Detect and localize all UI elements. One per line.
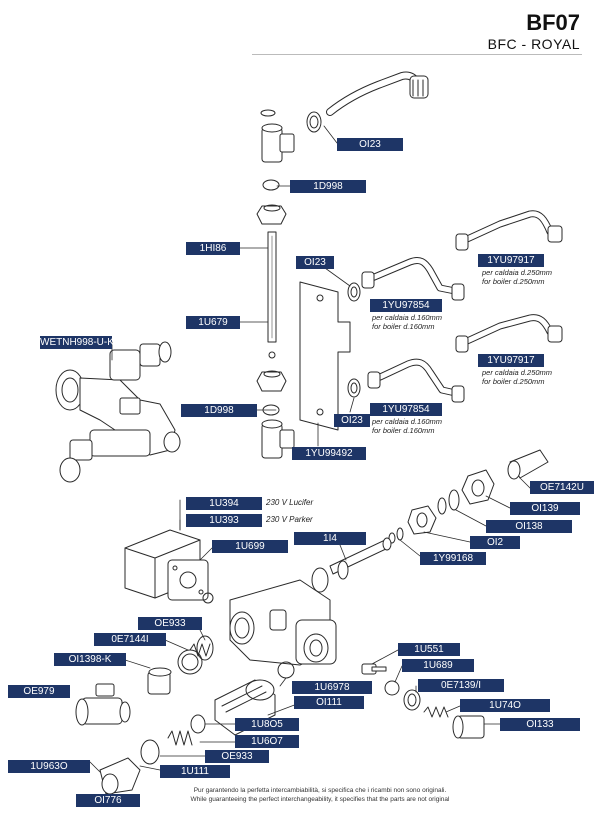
lower-elbow-fitting [261, 419, 295, 459]
note-230v-parker: 230 V Parker [266, 515, 313, 524]
oring-oe933-low [140, 739, 160, 765]
top-ring-oi23 [306, 111, 322, 133]
header-divider [252, 54, 582, 55]
pipe-1yu97854-lower [367, 358, 465, 403]
label-1u551: 1U551 [398, 643, 460, 656]
label-1u607: 1U6O7 [235, 735, 299, 748]
nut-oi139 [461, 469, 495, 505]
page-title: BF07 [526, 10, 580, 35]
label-1u6978: 1U6978 [292, 681, 372, 694]
label-oi2: OI2 [470, 536, 520, 549]
label-1u9630: 1U963O [8, 760, 90, 773]
top-steam-pipe [326, 71, 429, 116]
note-boiler-160-b: per caldaia d.160mm for boiler d.160mm [372, 417, 443, 435]
spring-1u740 [423, 706, 449, 718]
connector-1u9630 [99, 757, 141, 795]
label-1u689: 1U689 [402, 659, 474, 672]
fitting-oi133 [452, 715, 485, 739]
screw-1u551 [361, 663, 387, 675]
pipe-1yu97917-upper [455, 210, 563, 251]
pipe-1yu97854-upper [361, 256, 465, 301]
tap-valve-assembly-wetnh998 [55, 341, 181, 483]
page-subtitle: BFC - ROYAL [487, 36, 580, 52]
label-1hi86: 1HI86 [186, 242, 240, 255]
mid-nut [256, 370, 287, 392]
note-boiler-160-a: per caldaia d.160mm for boiler d.160mm [372, 313, 443, 331]
label-wetnh998: WETNH998-U-K [40, 336, 114, 349]
footer-disclaimer-en: While guaranteeing the perfect interchan… [190, 796, 450, 803]
footer-disclaimer-it: Pur garantendo la perfetta intercambiabi… [193, 787, 447, 794]
ring-1u699 [202, 592, 214, 604]
solenoid-coil [124, 529, 209, 601]
valve-tip-oe7142u [507, 449, 549, 480]
label-1u699: 1U699 [212, 540, 288, 553]
nut-oi2 [407, 505, 437, 535]
ring-oi1398k [177, 649, 203, 675]
label-1d998-top: 1D998 [290, 180, 366, 193]
mid-ring-oi23-a [347, 282, 361, 302]
label-oe933-top: OE933 [138, 617, 202, 630]
note-boiler-250-b: per caldaia d.250mm for boiler d.250mm [482, 368, 553, 386]
ring-1y99168 [396, 527, 404, 541]
oring-oe933-top [196, 635, 214, 661]
label-oi23-mid: OI23 [296, 256, 334, 269]
mid-ring-oi23-b [347, 378, 361, 398]
label-0e7139i: 0E7139/I [418, 679, 504, 692]
ring-1u6978 [277, 661, 295, 679]
ring-oi138 [448, 489, 460, 511]
label-oi138: OI138 [486, 520, 572, 533]
label-1yu97917-a: 1YU97917 [478, 254, 544, 267]
main-valve-body [229, 579, 337, 666]
label-oi776: OI776 [76, 794, 140, 807]
top-washer-1d998 [262, 179, 280, 191]
label-1y99168: 1Y99168 [420, 552, 486, 565]
mounting-bracket-1yu99492 [299, 281, 351, 431]
label-oi1398k: OI1398-K [54, 653, 126, 666]
top-nut [256, 204, 287, 225]
label-1u393: 1U393 [186, 514, 262, 527]
label-oe7142u: OE7142U [530, 481, 594, 494]
tap-oe979 [75, 683, 131, 726]
spring-1u607 [167, 730, 193, 746]
label-1u740: 1U74O [460, 699, 550, 712]
label-1yu99492: 1YU99492 [292, 447, 366, 460]
label-1i4: 1I4 [294, 532, 366, 545]
label-oi23-top: OI23 [337, 138, 403, 151]
label-oi23-low: OI23 [334, 414, 370, 427]
ring-0e7139i [403, 689, 421, 711]
label-1u111: 1U111 [160, 765, 230, 778]
label-oi133: OI133 [500, 718, 580, 731]
vertical-tube [267, 231, 277, 343]
pipe-1yu97917-lower [455, 314, 563, 353]
note-boiler-250-a: per caldaia d.250mm for boiler d.250mm [482, 268, 553, 286]
note-230v-lucifer: 230 V Lucifer [266, 498, 314, 507]
label-oi139: OI139 [510, 502, 580, 515]
nipple-part [147, 667, 172, 695]
ring-1u805 [190, 714, 206, 734]
label-1yu97917-b: 1YU97917 [478, 354, 544, 367]
label-1yu97854-a: 1YU97854 [370, 299, 442, 312]
label-1u679: 1U679 [186, 316, 240, 329]
top-elbow-fitting [260, 109, 295, 163]
label-oe979: OE979 [8, 685, 70, 698]
ring-1u689 [384, 680, 400, 696]
label-1u805: 1U8O5 [235, 718, 299, 731]
label-oe933-low: OE933 [205, 750, 269, 763]
label-oi111: OI111 [294, 696, 364, 709]
label-1d998-mid: 1D998 [181, 404, 257, 417]
spring-0e7144i [189, 643, 211, 657]
label-1u394: 1U394 [186, 497, 262, 510]
label-0e7144i: 0E7144I [94, 633, 166, 646]
label-1yu97854-b: 1YU97854 [370, 403, 442, 416]
